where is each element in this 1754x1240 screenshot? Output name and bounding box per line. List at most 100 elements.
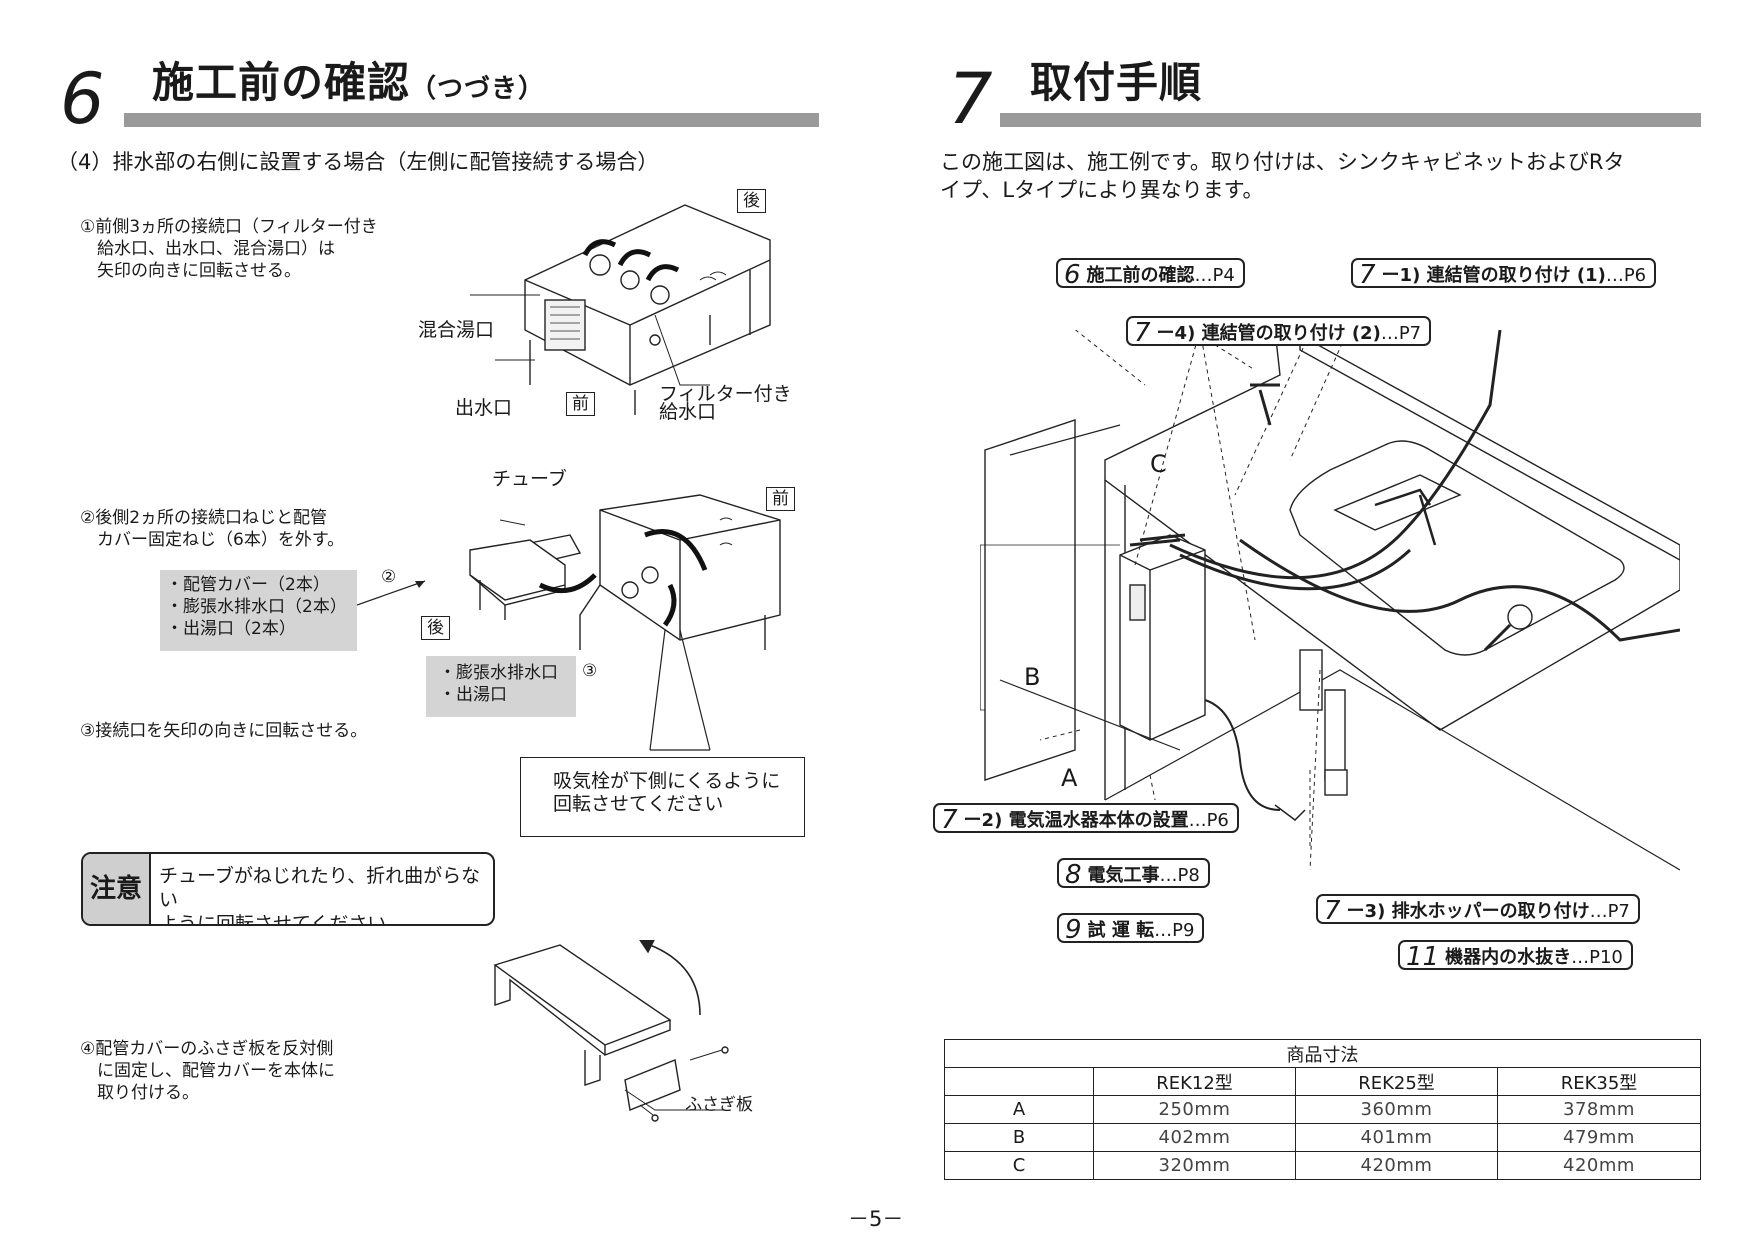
callout-title: 電気工事 — [1087, 865, 1160, 886]
callout-title: ー3) 排水ホッパーの取り付け — [1346, 901, 1590, 922]
intro-text: この施工図は、施工例です。取り付けは、シンクキャビネットおよびRタ イプ、Lタイ… — [940, 148, 1625, 204]
table-header-cell: REK35型 — [1497, 1067, 1701, 1096]
step2-line: ②後側2ヵ所の接続口ねじと配管 — [80, 508, 328, 528]
product-dimensions-table: 商品寸法 REK12型 REK25型 REK35型 A 250mm 360mm … — [944, 1039, 1701, 1180]
callout-ref: …P7 — [1380, 323, 1422, 344]
table-cell: 360mm — [1295, 1095, 1498, 1124]
marker-2: ② — [381, 567, 397, 587]
callout-ref: …P10 — [1571, 947, 1623, 968]
callout-num: 11 — [1406, 942, 1440, 972]
table-row-label: B — [944, 1123, 1094, 1152]
table-header-cell: REK12型 — [1093, 1067, 1296, 1096]
gray-list-item: ・出湯口 — [439, 685, 507, 705]
label-filter-inlet-line: フィルター付き — [659, 383, 792, 405]
table-caption: 商品寸法 — [944, 1039, 1701, 1068]
callout-title: ー2) 電気温水器本体の設置 — [963, 810, 1189, 831]
intro-line: イプ、Lタイプにより異なります。 — [940, 178, 1264, 202]
gray-list-box-2: ・膨張水排水口 ・出湯口 — [426, 656, 576, 717]
callout-title: 施工前の確認 — [1086, 265, 1195, 286]
label-cover-plate: ふさぎ板 — [685, 1095, 753, 1115]
callout-ref: …P6 — [1188, 810, 1229, 831]
table-row: B 402mm 401mm 479mm — [944, 1123, 1701, 1152]
callout-ref: …P8 — [1159, 865, 1200, 886]
step4-line: 取り付ける。 — [97, 1083, 199, 1103]
section-title-suffix: （つづき） — [410, 74, 546, 104]
label-front-2: 前 — [766, 487, 795, 511]
table-cell: 378mm — [1497, 1095, 1701, 1124]
callout-title: ー1) 連結管の取り付け (1) — [1381, 265, 1606, 286]
callout-num: 9 — [1065, 915, 1082, 945]
step3-text: ③接続口を矢印の向きに回転させる。 — [80, 721, 368, 741]
table-row: C 320mm 420mm 420mm — [944, 1151, 1701, 1180]
gray-list-item: ・出湯口（2本） — [166, 619, 296, 639]
table-header-row: REK12型 REK25型 REK35型 — [944, 1067, 1701, 1096]
table-cell: 250mm — [1093, 1095, 1296, 1124]
label-mixing-outlet: 混合湯口 — [418, 319, 495, 341]
heater-rear-illustration — [469, 494, 781, 650]
table-cell: 420mm — [1497, 1151, 1701, 1180]
page-number: －5－ — [848, 1207, 904, 1231]
caution-line: ように回転させてください。 — [159, 913, 406, 926]
table-cell: 402mm — [1093, 1123, 1296, 1152]
section-number-6: 6 — [60, 58, 105, 140]
caution-label: 注意 — [83, 854, 151, 924]
pipe-cover-illustration — [493, 940, 729, 1122]
table-row-label: A — [944, 1095, 1094, 1124]
pointer-arrow — [357, 580, 426, 606]
dim-label-a: A — [1061, 764, 1078, 792]
label-back-2: 後 — [421, 616, 450, 640]
callout-num: 7 — [1324, 896, 1341, 926]
table-caption-row: 商品寸法 — [944, 1039, 1701, 1068]
step1-line: ①前側3ヵ所の接続口（フィルター付き — [80, 217, 378, 237]
gray-list-box-1: ・配管カバー（2本） ・膨張水排水口（2本） ・出湯口（2本） — [160, 570, 357, 651]
step2-line: カバー固定ねじ（6本）を外す。 — [97, 530, 345, 550]
section-title-text: 施工前の確認 — [152, 58, 411, 107]
label-tube: チューブ — [492, 468, 567, 490]
table-row: A 250mm 360mm 378mm — [944, 1095, 1701, 1124]
section-number-7: 7 — [948, 58, 993, 140]
marker-3: ③ — [582, 661, 598, 681]
subheading: （4）排水部の右側に設置する場合（左側に配管接続する場合） — [57, 150, 659, 174]
dim-label-b: B — [1024, 663, 1041, 691]
heater-front-illustration — [470, 204, 771, 415]
step1-line: 給水口、出水口、混合湯口）は — [97, 239, 335, 259]
leader-lines — [649, 629, 711, 751]
table-row-label: C — [944, 1151, 1094, 1180]
label-water-outlet: 出水口 — [455, 397, 513, 419]
label-back: 後 — [737, 189, 766, 213]
rotation-note-box: 吸気栓が下側にくるように 回転させてください — [520, 757, 805, 837]
callout-num: 7 — [1134, 318, 1151, 348]
callout-num: 7 — [1359, 260, 1376, 290]
callout-title: ー4) 連結管の取り付け (2) — [1156, 323, 1381, 344]
callout-title: 試 運 転 — [1087, 920, 1155, 941]
step1-text: ①前側3ヵ所の接続口（フィルター付き 給水口、出水口、混合湯口）は 矢印の向きに… — [80, 216, 378, 282]
step4-line: に固定し、配管カバーを本体に — [97, 1061, 335, 1081]
gray-list-item: ・配管カバー（2本） — [166, 575, 330, 595]
callout-ref: …P7 — [1589, 901, 1630, 922]
callout-title: 機器内の水抜き — [1445, 947, 1572, 968]
dim-label-c: C — [1150, 450, 1167, 478]
caution-text: チューブがねじれたり、折れ曲がらない ように回転させてください。 — [159, 864, 493, 926]
table-cell: 401mm — [1295, 1123, 1498, 1152]
callout-ref: …P4 — [1194, 265, 1235, 286]
step2-text: ②後側2ヵ所の接続口ねじと配管 カバー固定ねじ（6本）を外す。 — [80, 507, 344, 551]
callout-ref: …P9 — [1154, 920, 1195, 941]
step1-line: 矢印の向きに回転させる。 — [97, 261, 301, 281]
rotation-note-line: 回転させてください — [553, 793, 724, 815]
gray-list-item: ・膨張水排水口（2本） — [166, 597, 347, 617]
table-cell: 479mm — [1497, 1123, 1701, 1152]
step4-text: ④配管カバーのふさぎ板を反対側 に固定し、配管カバーを本体に 取り付ける。 — [80, 1038, 335, 1104]
intro-line: この施工図は、施工例です。取り付けは、シンクキャビネットおよびRタ — [940, 150, 1625, 174]
callout-num: 6 — [1064, 260, 1081, 290]
table-cell: 420mm — [1295, 1151, 1498, 1180]
callout-num: 8 — [1065, 860, 1082, 890]
caution-box: 注意 チューブがねじれたり、折れ曲がらない ように回転させてください。 — [81, 852, 495, 926]
